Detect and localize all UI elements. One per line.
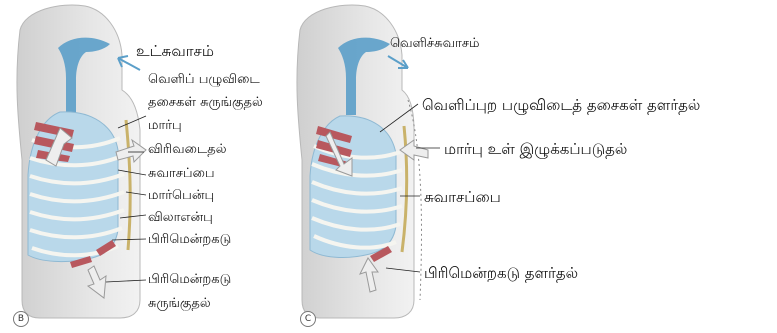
panel-c-label-2: மார்பு உள் இழுக்கப்படுதல்	[444, 140, 627, 158]
panel-b-label-8: பிரிமென்றகடு	[148, 232, 231, 248]
panel-c-label-1: வெளிப்புற பழுவிடைத் தசைகள் தளர்தல்	[422, 96, 700, 114]
panel-b-label-1: வெளிப் பழுவிடை	[148, 72, 260, 88]
panel-b-label-2: தசைகள் சுருங்குதல்	[148, 95, 263, 111]
panel-b-tag: B	[13, 311, 29, 327]
panel-b-label-9: பிரிமென்றகடு	[148, 272, 231, 288]
panel-c-label-3: சுவாசப்பை	[424, 188, 501, 206]
panel-b-label-4: விரிவடைதல்	[148, 142, 227, 158]
panel-b-title: உட்சுவாசம்	[136, 42, 214, 60]
panel-b-label-7: விலாஎன்பு	[148, 210, 213, 226]
panel-c-title: வெளிச்சுவாசம்	[390, 36, 480, 52]
panel-b-label-6: மார்பென்பு	[148, 188, 214, 204]
panel-b-label-3: மார்பு	[148, 118, 182, 134]
panel-b-figure	[17, 5, 146, 318]
panel-b-label-5: சுவாசப்பை	[148, 166, 215, 182]
panel-c-tag: C	[300, 311, 316, 327]
panel-b-label-10: சுருங்குதல்	[148, 296, 211, 312]
panel-c-label-4: பிரிமென்றகடு தளர்தல்	[424, 264, 578, 282]
